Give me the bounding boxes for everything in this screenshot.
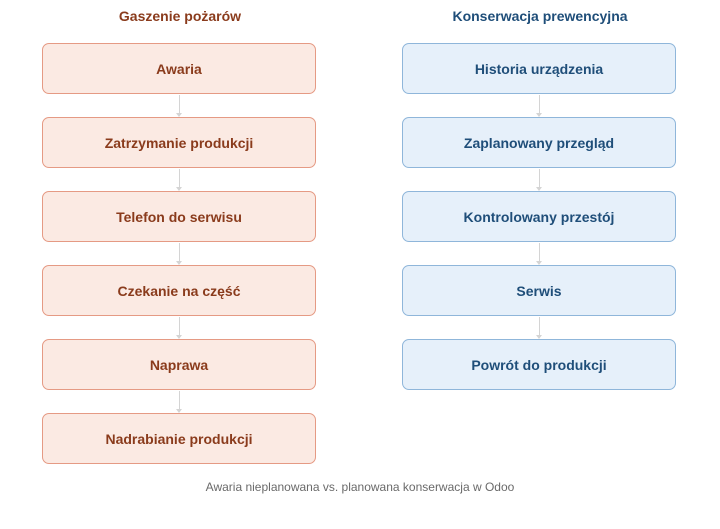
left-step-box: Czekanie na część — [42, 265, 316, 316]
left-step-box: Zatrzymanie produkcji — [42, 117, 316, 168]
flow-arrow — [176, 243, 182, 265]
right-step-box: Historia urządzenia — [402, 43, 676, 94]
flow-arrow — [176, 391, 182, 413]
right-step-box: Serwis — [402, 265, 676, 316]
right-step-box: Zaplanowany przegląd — [402, 117, 676, 168]
flow-arrow — [176, 317, 182, 339]
left-step-box: Naprawa — [42, 339, 316, 390]
left-column-title: Gaszenie pożarów — [118, 8, 242, 24]
right-step-box: Kontrolowany przestój — [402, 191, 676, 242]
right-column-title: Konserwacja prewencyjna — [452, 8, 628, 24]
left-step-box: Awaria — [42, 43, 316, 94]
right-step-box: Powrót do produkcji — [402, 339, 676, 390]
flow-arrow — [536, 169, 542, 191]
flow-arrow — [536, 317, 542, 339]
left-step-box: Nadrabianie produkcji — [42, 413, 316, 464]
left-step-box: Telefon do serwisu — [42, 191, 316, 242]
flow-arrow — [176, 169, 182, 191]
figure-caption: Awaria nieplanowana vs. planowana konser… — [205, 480, 515, 494]
flow-arrow — [176, 95, 182, 117]
flow-arrow — [536, 95, 542, 117]
flow-arrow — [536, 243, 542, 265]
